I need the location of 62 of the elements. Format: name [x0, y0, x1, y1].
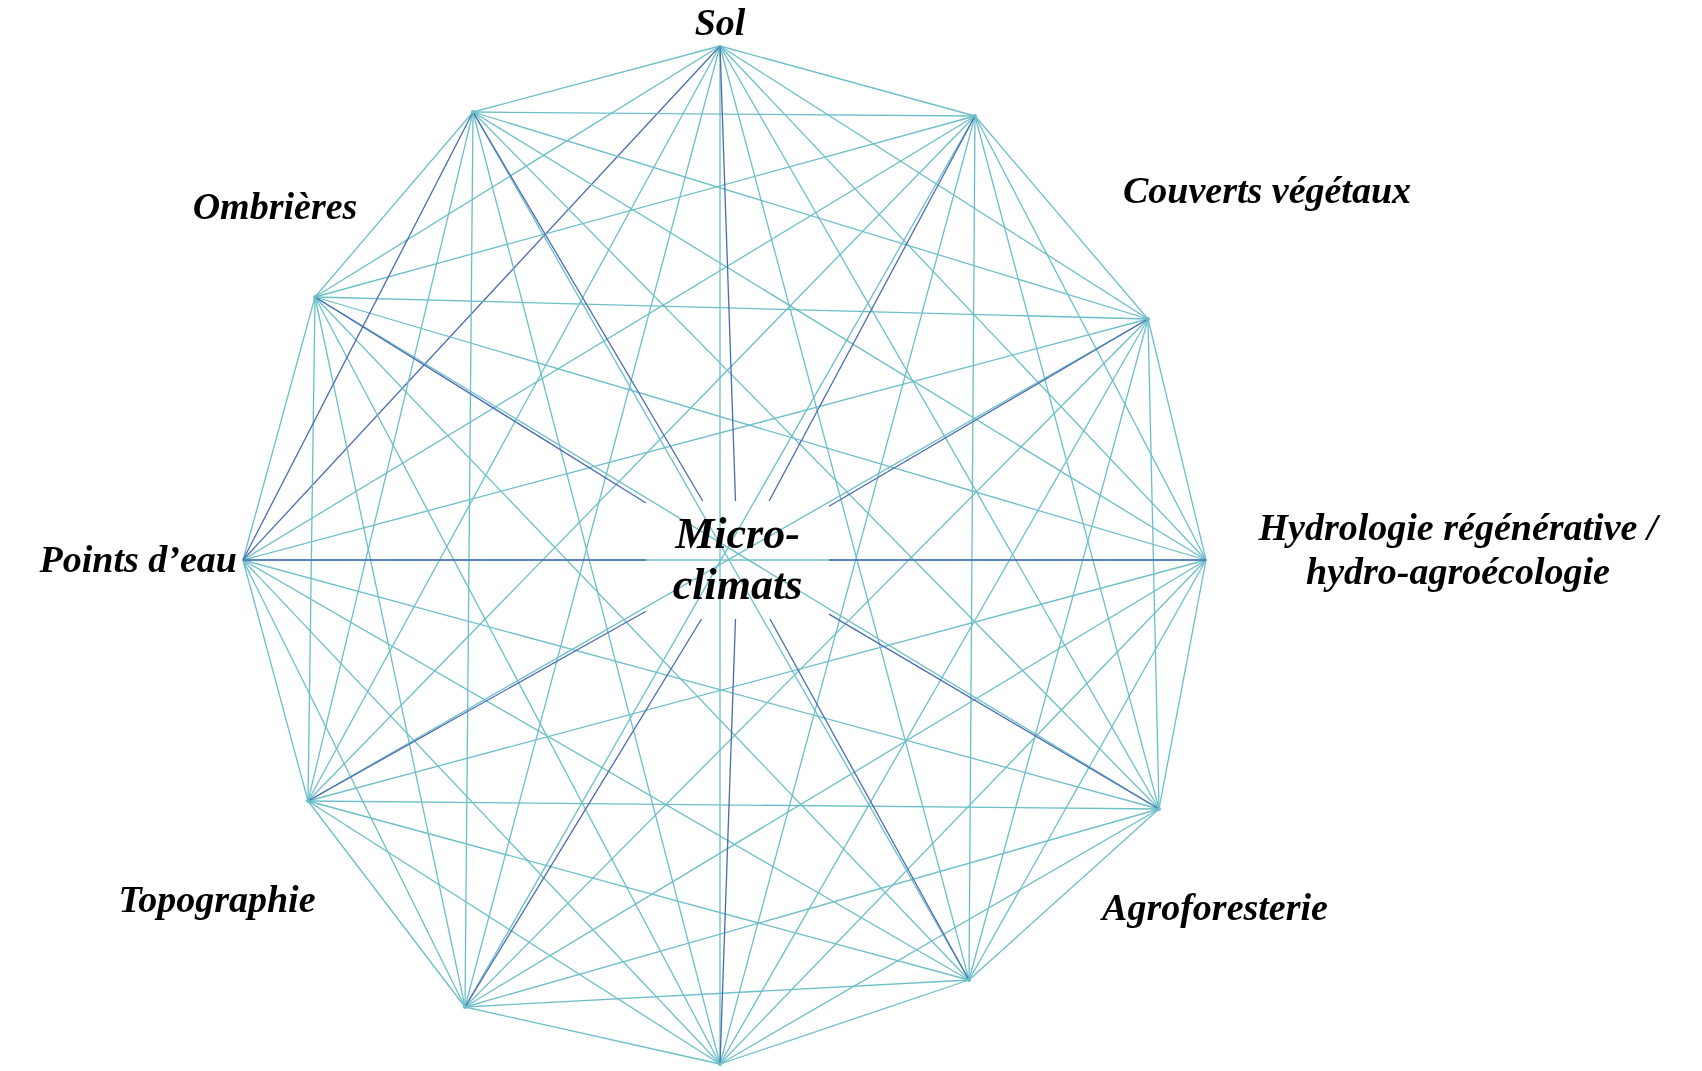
connector-line: [307, 111, 474, 802]
connector-line: [314, 296, 721, 1065]
connector-line: [242, 45, 721, 561]
vertex-dot: [967, 978, 971, 982]
connector-line: [314, 296, 1149, 320]
category-label: Topographie: [118, 877, 316, 921]
vertex-dot: [973, 114, 977, 118]
connector-line: [464, 559, 1207, 1008]
connector-line: [828, 559, 1207, 561]
connector-line: [828, 318, 1149, 507]
vertex-label: Hydrologie régénérative / hydro-agroécologie: [1206, 500, 1698, 600]
connector-line: [719, 45, 1149, 320]
connector-line: [307, 800, 466, 1008]
connector-line: [719, 559, 1207, 1065]
connector-line: [472, 111, 1149, 320]
connector-line: [719, 45, 1160, 810]
connector-line: [968, 318, 1149, 981]
connector-line: [828, 613, 1160, 810]
connector-line: [242, 296, 316, 561]
connector-line: [464, 1006, 721, 1065]
vertex-dot: [1146, 317, 1150, 321]
vertex-label: Points d’eau: [4, 532, 243, 588]
connector-line: [314, 296, 647, 504]
connector-line: [242, 559, 721, 1065]
vertex-dot: [1157, 807, 1161, 811]
connector-line: [242, 559, 647, 561]
connector-line: [719, 45, 737, 502]
category-label: Couverts végétaux: [1122, 168, 1412, 212]
connector-line: [464, 318, 1149, 1008]
connector-line: [472, 111, 1160, 810]
vertex-dot: [718, 1062, 722, 1066]
connector-line: [307, 115, 976, 802]
connector-line: [719, 318, 1149, 1065]
connector-line: [719, 979, 970, 1065]
connector-line: [472, 111, 1207, 561]
connector-line: [719, 618, 737, 1065]
category-label: Ombrières: [192, 184, 358, 228]
connector-line: [464, 618, 703, 1008]
connector-line: [968, 808, 1160, 981]
connector-line: [307, 800, 721, 1065]
vertex-dot: [313, 295, 317, 299]
connector-line: [242, 559, 466, 1008]
connector-line: [974, 115, 1149, 320]
connector-line: [307, 800, 970, 981]
connector-line: [314, 296, 970, 981]
connector-line: [307, 610, 647, 802]
connector-line: [769, 618, 970, 981]
connector-line: [1158, 559, 1207, 810]
vertex-dot: [463, 1005, 467, 1009]
category-label: Agroforesterie: [1102, 885, 1328, 929]
vertex-dot: [306, 799, 310, 803]
connector-line: [242, 559, 970, 981]
vertex-label: Sol: [660, 0, 780, 46]
vertex-dot: [471, 110, 475, 114]
connector-line: [968, 559, 1207, 981]
connector-line: [314, 111, 474, 298]
connector-line: [974, 115, 1207, 561]
connector-line: [768, 115, 976, 502]
connector-line: [314, 45, 721, 298]
connector-line: [242, 115, 976, 561]
connector-line: [472, 111, 704, 502]
connector-line: [719, 45, 1207, 561]
